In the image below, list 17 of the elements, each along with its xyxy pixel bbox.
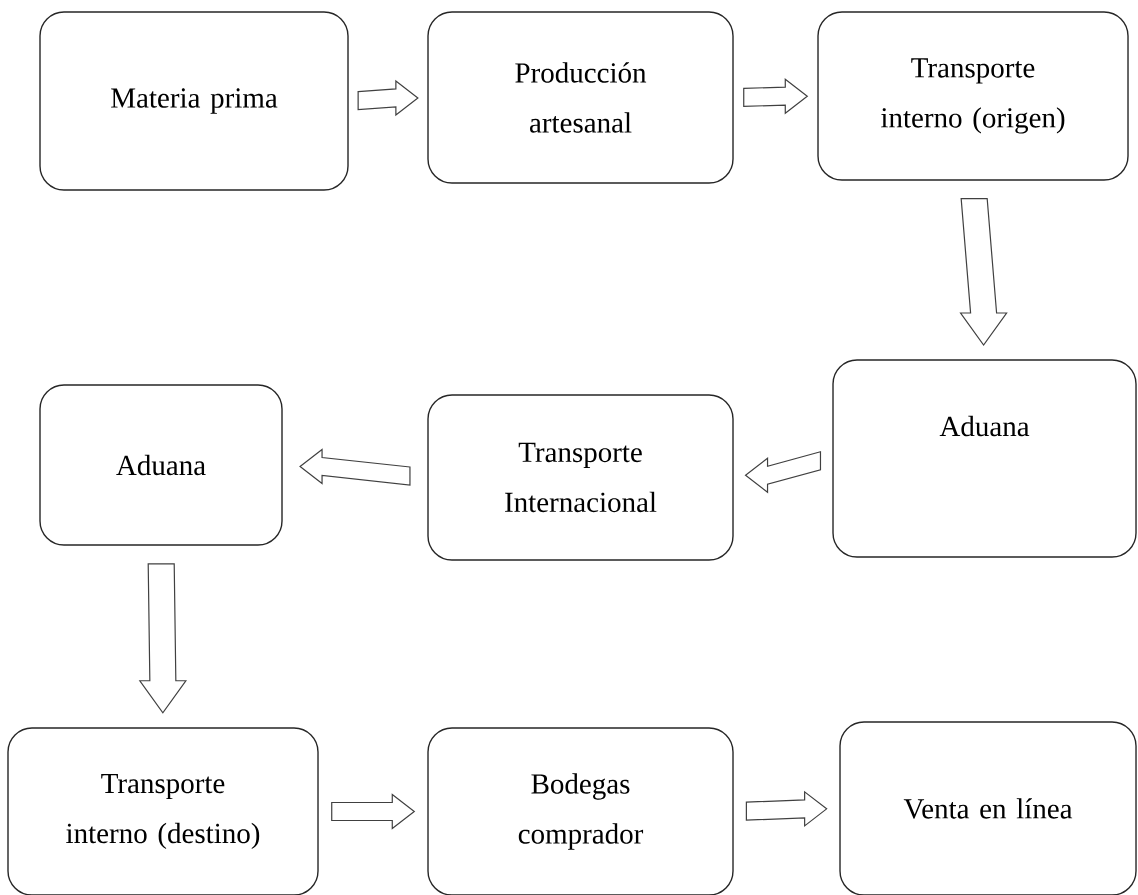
block-arrow	[331, 793, 416, 830]
block-arrow	[745, 790, 828, 828]
block-arrow	[357, 79, 419, 117]
process-box: Transporte interno (origen)	[817, 11, 1129, 181]
process-box: Aduana	[832, 359, 1137, 558]
block-arrow	[744, 451, 822, 494]
process-box: Venta en línea	[839, 721, 1137, 895]
process-box: Aduana	[39, 384, 283, 546]
block-arrow	[959, 197, 1008, 347]
process-box: Bodegas comprador	[427, 727, 734, 895]
block-arrow	[743, 77, 809, 115]
process-box: Transporte interno (destino)	[7, 727, 319, 895]
block-arrow	[138, 563, 187, 714]
process-box: Materia prima	[39, 11, 349, 191]
process-box: Producción artesanal	[427, 11, 734, 184]
block-arrow	[299, 448, 411, 486]
process-box: Transporte Internacional	[427, 394, 734, 561]
